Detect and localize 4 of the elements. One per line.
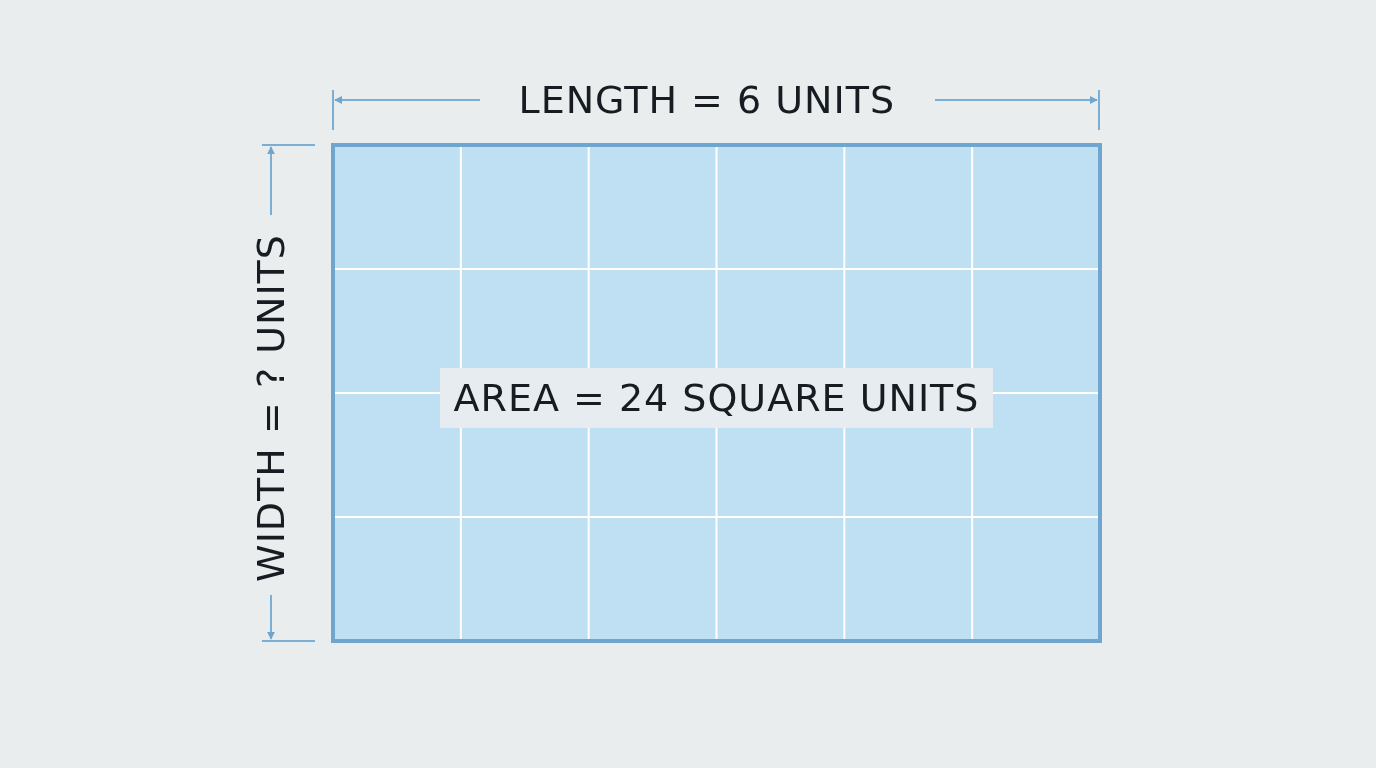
- grid-rectangle: [331, 143, 1102, 643]
- area-label: AREA = 24 SQUARE UNITS: [439, 367, 994, 428]
- width-label: WIDTH = ? UNITS: [248, 234, 293, 582]
- length-label: LENGTH = 6 UNITS: [518, 78, 896, 122]
